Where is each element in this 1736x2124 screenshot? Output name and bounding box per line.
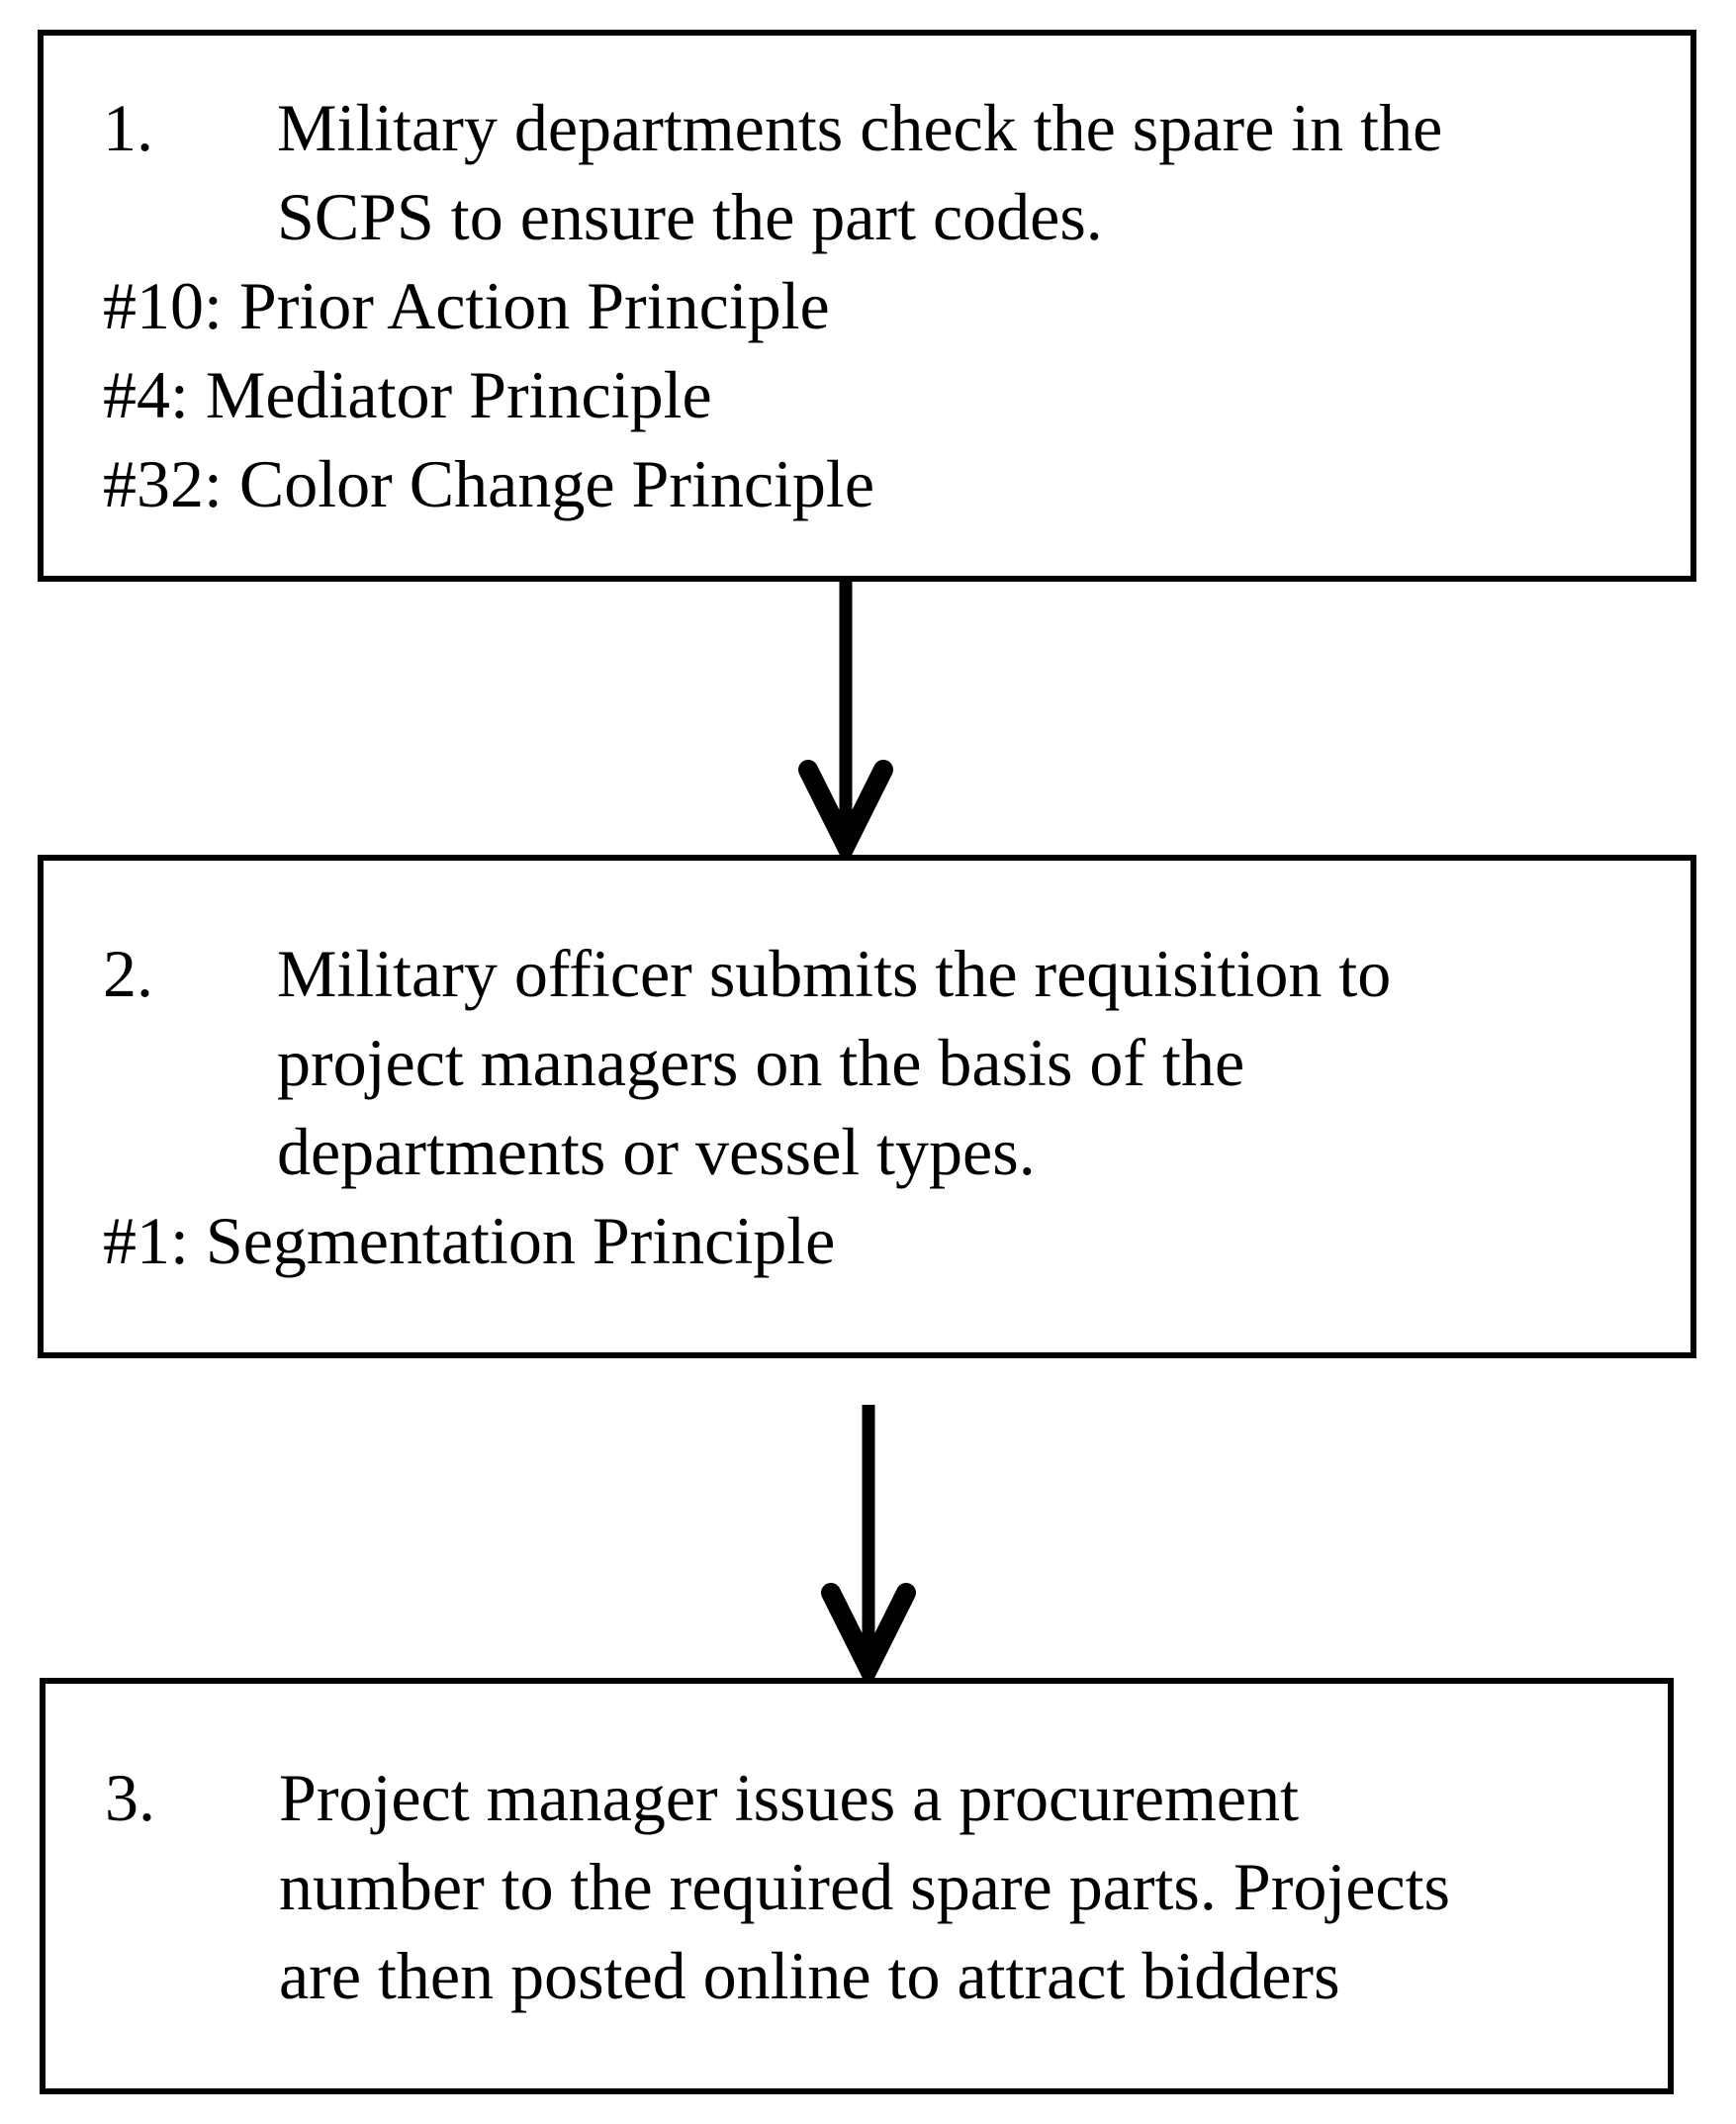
step-text-line: Military departments check the spare in … [277, 90, 1443, 165]
step-box-2: 2. Military officer submits the requisit… [38, 855, 1696, 1358]
step-text-line: departments or vessel types. [277, 1113, 1036, 1189]
down-arrow-2 [821, 1405, 916, 1691]
down-arrow-1 [798, 582, 893, 868]
step-2: 2. Military officer submits the requisit… [103, 929, 1661, 1196]
step-3-number: 3. [105, 1759, 155, 1835]
step-1-principles: #10: Prior Action Principle #4: Mediator … [103, 261, 1661, 528]
step-3-text: Project manager issues a procurement numb… [279, 1753, 1450, 2020]
step-box-1: 1. Military departments check the spare … [38, 30, 1696, 582]
step-text-line: SCPS to ensure the part codes. [277, 179, 1103, 254]
step-text-line: are then posted online to attract bidder… [279, 1937, 1340, 2013]
arrow-head [798, 760, 893, 868]
step-text-line: Project manager issues a procurement [279, 1759, 1299, 1835]
step-1-number: 1. [103, 90, 153, 165]
step-2-text: Military officer submits the requisition… [277, 929, 1391, 1196]
arrow-head [821, 1583, 916, 1691]
principle-line: #4: Mediator Principle [103, 357, 712, 432]
step-3: 3. Project manager issues a procurement n… [105, 1753, 1638, 2020]
principle-line: #1: Segmentation Principle [103, 1202, 836, 1278]
step-text-line: Military officer submits the requisition… [277, 935, 1392, 1011]
principle-line: #32: Color Change Principle [103, 446, 875, 521]
step-2-number: 2. [103, 935, 153, 1011]
step-1-text: Military departments check the spare in … [277, 83, 1442, 261]
step-1: 1. Military departments check the spare … [103, 83, 1661, 261]
step-text-line: project managers on the basis of the [277, 1024, 1245, 1100]
step-text-line: number to the required spare parts. Proj… [279, 1848, 1450, 1924]
principle-line: #10: Prior Action Principle [103, 268, 830, 343]
step-2-principles: #1: Segmentation Principle [103, 1196, 1661, 1285]
step-box-3: 3. Project manager issues a procurement n… [40, 1678, 1674, 2094]
